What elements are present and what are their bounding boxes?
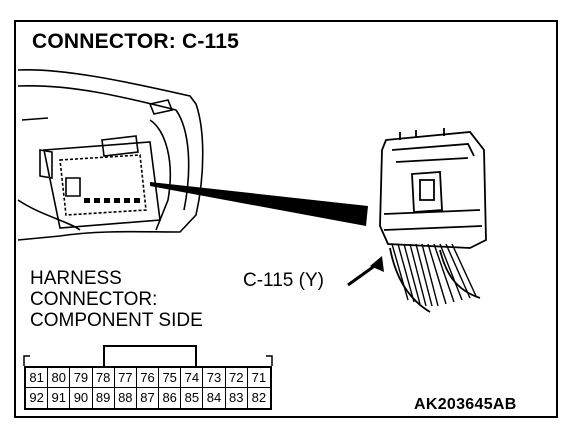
pin-cell: 78 [92, 368, 115, 388]
harness-label-line-2: CONNECTOR: [30, 289, 158, 310]
connector-pin-grid: 81 80 79 78 77 76 75 74 73 72 71 92 91 9… [24, 366, 272, 410]
pin-cell: 89 [93, 388, 115, 408]
pin-cell: 80 [48, 368, 71, 388]
connector-side-notch-right [266, 355, 273, 366]
harness-label-line-1: HARNESS [30, 268, 122, 289]
ecu-connector-illustration [379, 128, 487, 313]
pin-cell: 71 [247, 368, 270, 388]
pin-cell: 85 [181, 388, 204, 408]
pin-cell: 79 [70, 368, 93, 388]
harness-label: HARNESS CONNECTOR: COMPONENT SIDE [30, 268, 203, 331]
figure-code: AK203645AB [414, 396, 517, 413]
pin-cell: 81 [26, 368, 49, 388]
connector-key-tab [103, 345, 197, 366]
pin-cell: 72 [225, 368, 248, 388]
wire-harness [391, 243, 477, 307]
pin-cell: 84 [203, 388, 226, 408]
pin-cell: 75 [159, 368, 182, 388]
pin-cell: 73 [203, 368, 226, 388]
pin-cell: 76 [136, 368, 160, 388]
pin-cell: 87 [137, 388, 160, 408]
harness-label-line-3: COMPONENT SIDE [30, 310, 203, 331]
connector-arrow [347, 256, 384, 287]
pin-cell: 90 [70, 388, 93, 408]
dashboard-illustration [17, 68, 204, 241]
pin-cell: 91 [48, 388, 71, 408]
pin-cell: 92 [26, 388, 49, 408]
leader-wedge [150, 182, 368, 226]
pin-cell: 77 [114, 368, 137, 388]
connector-side-notch-left [23, 355, 30, 366]
connector-id-label: C-115 (Y) [243, 270, 324, 291]
pin-cell: 82 [251, 390, 267, 405]
diagram-title: CONNECTOR: C-115 [32, 30, 240, 53]
dashboard-ports [84, 198, 140, 203]
pin-cell: 88 [115, 388, 137, 408]
pin-cell: 83 [226, 388, 248, 408]
pin-cell: 74 [181, 368, 204, 388]
pin-cell: 86 [159, 388, 182, 408]
